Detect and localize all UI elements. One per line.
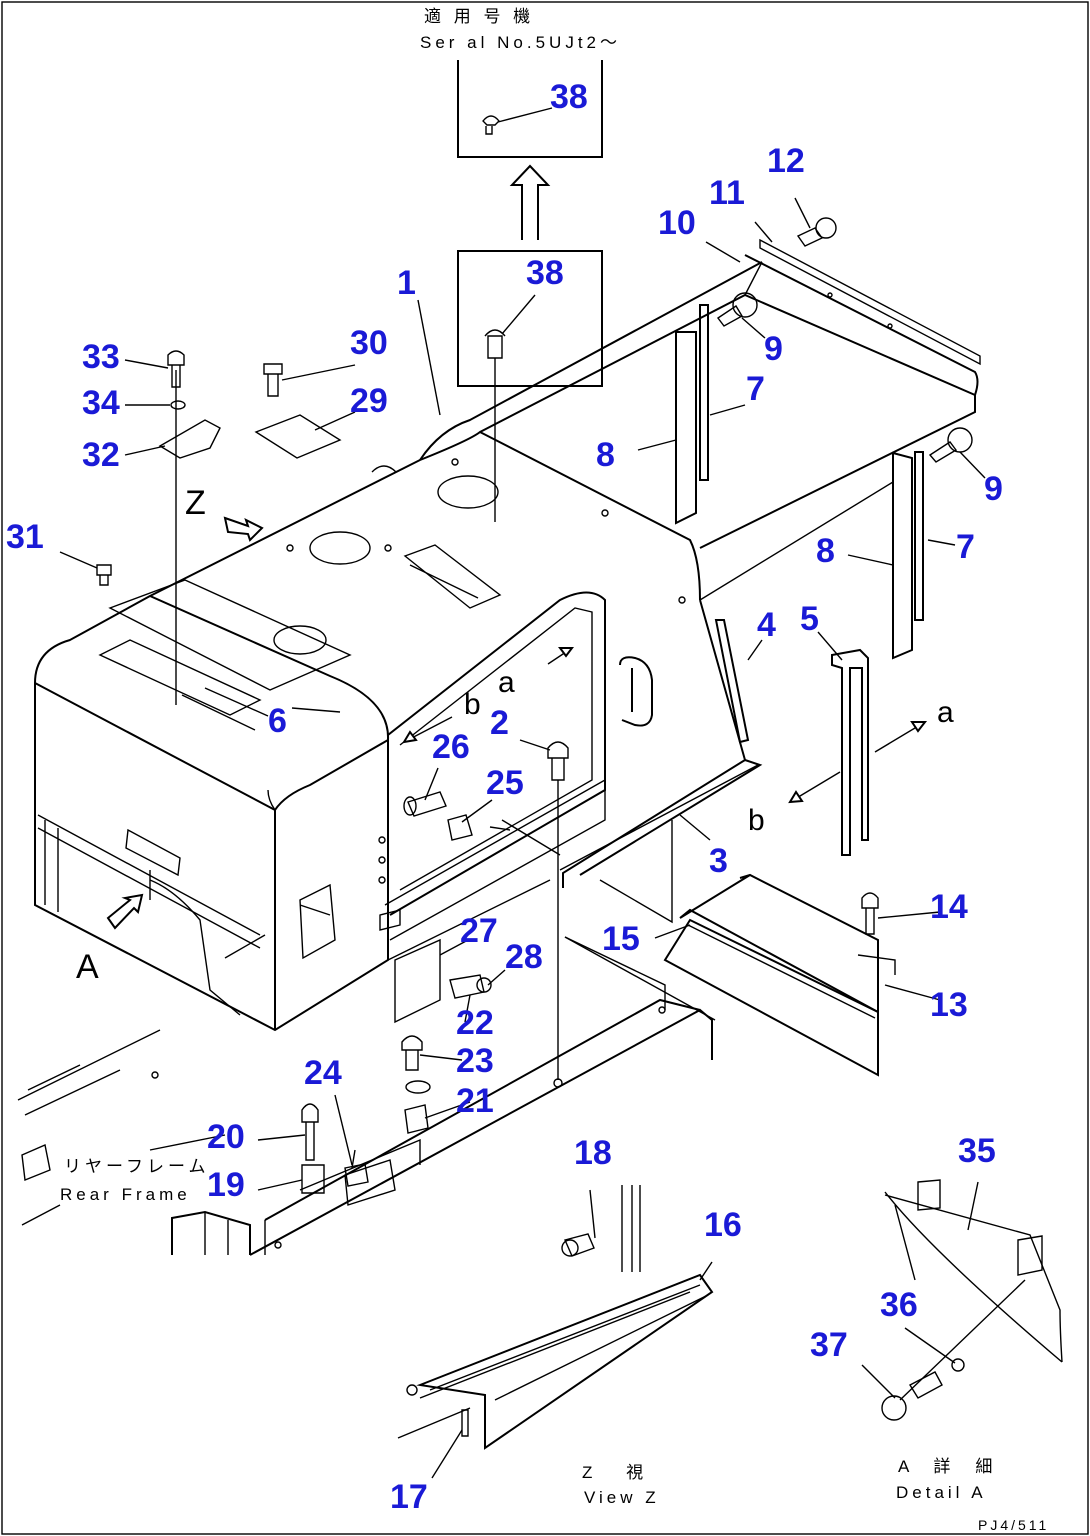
callout-1: 1 — [397, 264, 416, 302]
view-z-label-jp: Z 視 — [582, 1463, 647, 1482]
serial-caption-en: Ser al No.5UJt2～ — [420, 33, 621, 52]
callout-32: 32 — [82, 436, 120, 474]
serial-inset-top — [457, 60, 603, 158]
callout-24: 24 — [304, 1054, 342, 1092]
callout-26: 26 — [432, 728, 470, 766]
callout-2: 2 — [490, 704, 509, 742]
callout-19: 19 — [207, 1166, 245, 1204]
callout-8-upper: 8 — [596, 436, 615, 474]
callout-7-upper: 7 — [746, 370, 765, 408]
callout-17: 17 — [390, 1478, 428, 1516]
callout-9-upper: 9 — [764, 330, 783, 368]
callout-38-top: 38 — [550, 78, 588, 116]
callout-23: 23 — [456, 1042, 494, 1080]
callout-12: 12 — [767, 142, 805, 180]
leader-lines — [59, 197, 986, 1479]
view-letter-b-2: b — [748, 804, 765, 837]
drawing-code: PJ4/511 — [978, 1517, 1049, 1533]
callout-38-bottom: 38 — [526, 254, 564, 292]
callout-8-lower: 8 — [816, 532, 835, 570]
main-body-outline — [34, 254, 979, 1032]
serial-caption-jp: 適 用 号 機 — [424, 7, 534, 26]
callout-13: 13 — [930, 986, 968, 1024]
view-arrow-a — [106, 893, 144, 930]
callout-3: 3 — [709, 842, 728, 880]
callout-34: 34 — [82, 384, 120, 422]
callout-37: 37 — [810, 1326, 848, 1364]
view-arrow-z — [223, 516, 264, 542]
callout-27: 27 — [460, 912, 498, 950]
view-letter-z: Z — [185, 484, 206, 522]
callout-36: 36 — [880, 1286, 918, 1324]
callout-28: 28 — [505, 938, 543, 976]
callout-15: 15 — [602, 920, 640, 958]
callout-35: 35 — [958, 1132, 996, 1170]
callout-20: 20 — [207, 1118, 245, 1156]
callout-10: 10 — [658, 204, 696, 242]
callout-29: 29 — [350, 382, 388, 420]
detail-a-label-jp: A 詳 細 — [898, 1457, 996, 1476]
callout-11: 11 — [709, 174, 745, 212]
callout-18: 18 — [574, 1134, 612, 1172]
callout-33: 33 — [82, 338, 120, 376]
callout-22: 22 — [456, 1004, 494, 1042]
rear-frame — [17, 936, 713, 1256]
view-letter-b-1: b — [464, 688, 481, 721]
callout-9-lower: 9 — [984, 470, 1003, 508]
part-drawings — [96, 217, 1063, 1450]
callout-6: 6 — [268, 702, 287, 740]
callout-25: 25 — [486, 764, 524, 802]
callout-14: 14 — [930, 888, 968, 926]
callout-16: 16 — [704, 1206, 742, 1244]
callout-4: 4 — [757, 606, 776, 644]
view-z-label-en: View Z — [584, 1488, 660, 1507]
serial-inset-arrow — [509, 164, 551, 240]
callout-7-lower: 7 — [956, 528, 975, 566]
rear-frame-label-jp: リヤーフレーム — [64, 1157, 209, 1176]
view-letter-a-1: a — [498, 666, 515, 699]
rear-frame-label-en: Rear Frame — [60, 1185, 191, 1204]
callout-21: 21 — [456, 1082, 494, 1120]
callout-5: 5 — [800, 600, 819, 638]
callout-31: 31 — [6, 518, 44, 556]
view-letter-a-2: a — [937, 696, 954, 729]
view-letter-a-big: A — [76, 948, 99, 986]
callout-30: 30 — [350, 324, 388, 362]
detail-a-label-en: Detail A — [896, 1483, 987, 1502]
